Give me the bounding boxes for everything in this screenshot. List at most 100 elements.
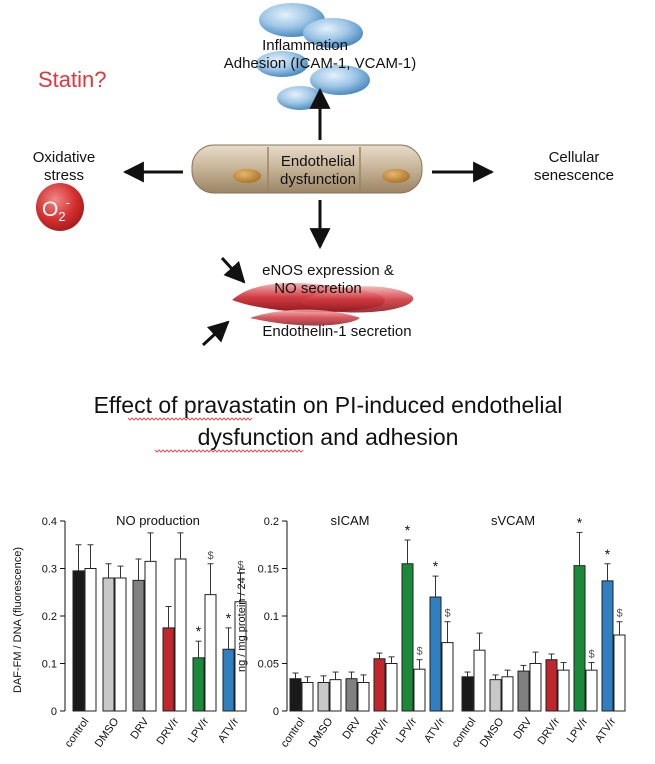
significance-mark: * [433, 558, 439, 574]
bar [289, 678, 302, 712]
enos-label: eNOS expression & [262, 262, 394, 279]
bar [613, 634, 626, 712]
bar [585, 669, 598, 712]
category-label: ATV/r [216, 716, 242, 746]
significance-mark: $ [237, 559, 243, 571]
cell-nucleus-icon [233, 169, 261, 183]
bar [222, 648, 235, 712]
bar [357, 682, 370, 712]
bar [429, 596, 442, 712]
significance-mark: * [226, 610, 232, 626]
y-tick-label: 0.15 [258, 564, 279, 576]
category-label: control [450, 716, 479, 750]
y-tick-label: 0.1 [264, 611, 279, 623]
dysfunction-label: dysfunction [280, 171, 356, 188]
significance-mark: * [405, 522, 411, 538]
significance-mark: $ [444, 608, 450, 620]
category-label: ATV/r [593, 716, 619, 746]
oxidative-label: Oxidative [33, 149, 96, 166]
endothelial-label: Endothelial [281, 153, 355, 170]
significance-mark: * [196, 623, 202, 639]
bar [557, 669, 570, 712]
decrease-arrow-icon [220, 256, 246, 284]
significance-mark: $ [588, 649, 594, 661]
significance-mark: $ [616, 608, 622, 620]
vessel-cells [232, 283, 414, 326]
bar [601, 580, 614, 712]
y-tick-label: 0.4 [42, 516, 57, 528]
y-tick-label: 0.2 [42, 611, 57, 623]
endothelial-diagram: Inflammation Adhesion (ICAM-1, VCAM-1) S… [33, 3, 614, 347]
bar [461, 676, 474, 712]
bar [144, 560, 157, 712]
inflammation-label: Inflammation [262, 37, 348, 54]
category-label: DRV [340, 715, 363, 741]
cellular-label: Cellular [549, 149, 600, 166]
increase-arrow-icon [201, 320, 230, 347]
y-tick-label: 0.2 [264, 516, 279, 528]
superoxide-icon: O2- [36, 183, 84, 231]
bar [345, 678, 358, 712]
significance-mark: * [577, 514, 583, 530]
bar [114, 577, 127, 712]
bar [473, 649, 486, 712]
y-tick-label: 0 [273, 706, 279, 718]
bar [401, 563, 414, 712]
leukocyte-cluster [256, 3, 370, 110]
bar [317, 682, 330, 712]
endothelin-label: Endothelin-1 secretion [262, 323, 411, 340]
bar [501, 676, 514, 712]
chart-title: sVCAM [491, 513, 535, 528]
bar [301, 682, 314, 712]
bar [72, 570, 85, 712]
category-label: LPV/r [186, 716, 212, 746]
significance-mark: * [605, 546, 611, 562]
endothelial-cell [191, 144, 423, 194]
category-label: DMSO [93, 715, 122, 749]
bar [373, 658, 386, 712]
bar [329, 679, 342, 712]
heading-line-2: dysfunction and adhesion [198, 424, 459, 450]
bar [385, 663, 398, 712]
bar [517, 670, 530, 712]
statin-label: Statin? [38, 67, 107, 92]
adhesion-label: Adhesion (ICAM-1, VCAM-1) [224, 55, 417, 72]
bar [529, 663, 542, 712]
chart-title: NO production [116, 513, 200, 528]
senescence-label: senescence [534, 167, 614, 184]
sicam-chart: sICAM 0 0.05 0.1 0.15 0.2 ng / mg protein / 24… [236, 513, 454, 750]
category-label: DMSO [478, 715, 507, 749]
bar [441, 642, 454, 712]
significance-mark: $ [207, 550, 213, 562]
category-label: control [279, 716, 308, 750]
y-axis-label: ng / mg protein / 24 h [236, 568, 248, 672]
o2-text: O2- [42, 195, 70, 224]
bar [413, 668, 426, 712]
bar [573, 565, 586, 712]
bar [84, 568, 97, 712]
bar [192, 657, 205, 712]
chart-title: sICAM [331, 513, 370, 528]
y-tick-label: 0.05 [258, 659, 279, 671]
category-label: ATV/r [422, 716, 448, 746]
bar [489, 679, 502, 712]
bar [204, 594, 217, 712]
stress-label: stress [44, 167, 84, 184]
category-label: control [63, 716, 92, 750]
category-label: DRV [128, 715, 151, 741]
cell-nucleus-icon [382, 169, 410, 183]
y-tick-label: 0.3 [42, 564, 57, 576]
y-axis-label: DAF-FM / DNA (fluorescence) [12, 547, 24, 693]
no-secretion-label: NO secretion [274, 280, 362, 297]
category-label: DMSO [307, 715, 336, 749]
category-label: DRV/r [155, 716, 182, 748]
category-label: DRV [511, 715, 534, 741]
category-label: DRV/r [536, 716, 563, 748]
y-tick-label: 0 [51, 706, 57, 718]
bar [102, 577, 115, 712]
y-tick-label: 0.1 [42, 659, 57, 671]
category-label: LPV/r [565, 716, 591, 746]
